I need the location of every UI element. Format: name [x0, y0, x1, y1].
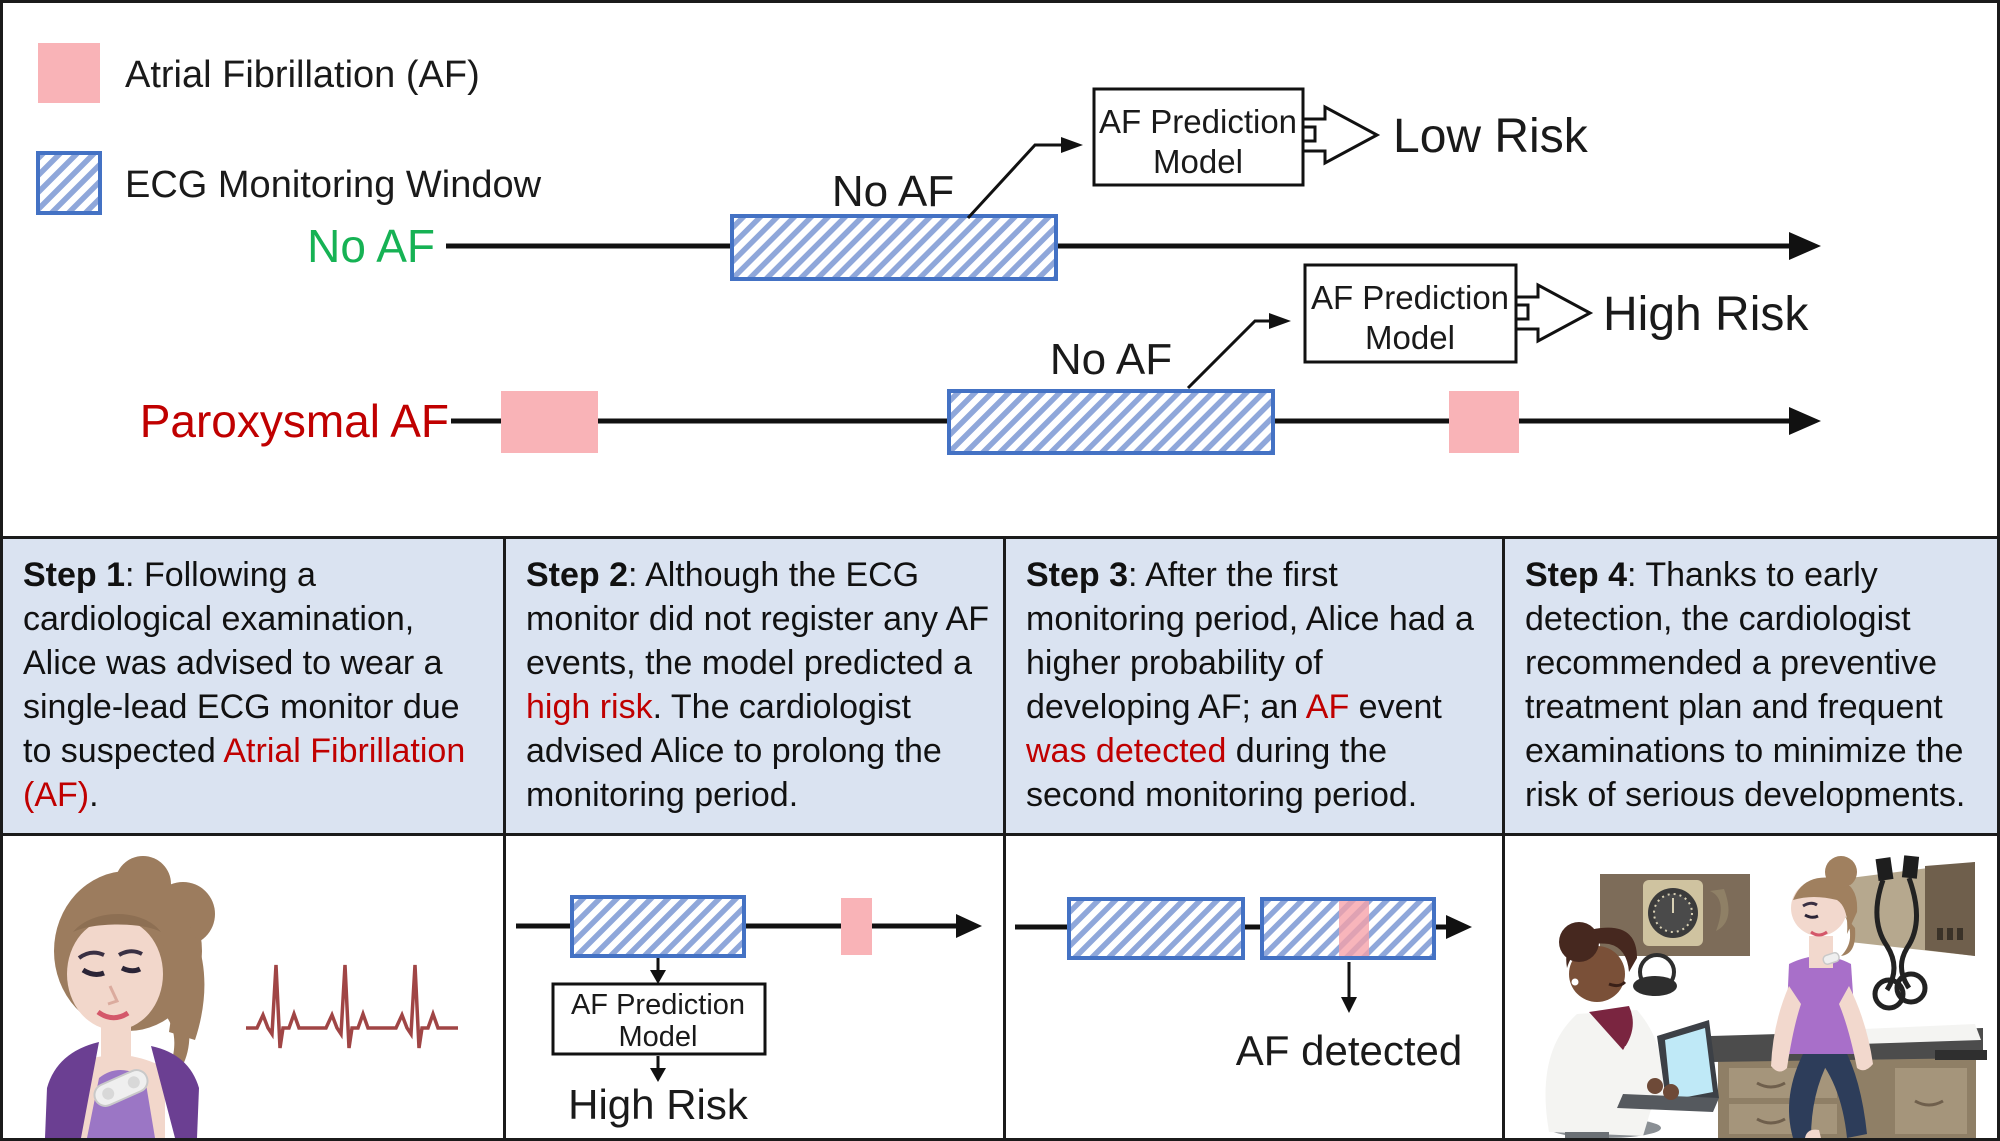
- step-2-illustration-cell: AF Prediction Model High Risk: [506, 836, 1006, 1138]
- down-arrowhead-icon: [650, 1068, 666, 1082]
- timeline-panel: Atrial Fibrillation (AF) ECG Monitoring …: [36, 43, 1821, 455]
- steps-table: Step 1: Following a cardiological examin…: [3, 536, 1997, 1138]
- monitoring-window-1: [730, 214, 1058, 281]
- step-text-segment: was detected: [1026, 732, 1227, 770]
- step-1-text-cell: Step 1: Following a cardiological examin…: [3, 536, 506, 836]
- ecg-waveform: [246, 964, 458, 1049]
- block-arrow-icon: [1301, 104, 1381, 166]
- step-2-text-cell: Step 2: Although the ECG monitor did not…: [506, 536, 1006, 836]
- model-box-label: AF Prediction: [1099, 103, 1297, 140]
- step-text-segment: : Following a cardiological examination,…: [23, 556, 460, 770]
- laptop-icon: [1617, 1020, 1719, 1112]
- high-risk-label: High Risk: [568, 1081, 749, 1128]
- step-text-segment: . The cardiologist advised Alice to prol…: [526, 688, 942, 814]
- down-arrowhead-icon: [650, 970, 666, 984]
- paroxysmal-af-timeline-label: Paroxysmal AF: [140, 395, 449, 447]
- af-prediction-model-box-1: [1092, 87, 1305, 187]
- af-detected-label: AF detected: [1236, 1027, 1462, 1074]
- detected-af-overlay: [1339, 901, 1369, 956]
- connector-arrowhead-icon: [1061, 137, 1083, 153]
- ecg-window-legend-swatch: [36, 151, 102, 215]
- doctor-visit-illustration: [1545, 855, 1987, 1138]
- step-1-illustration-cell: [3, 836, 506, 1138]
- no-af-annotation-2: No AF: [1050, 335, 1172, 384]
- no-af-annotation-1: No AF: [832, 167, 954, 216]
- step-4-text-cell: Step 4: Thanks to early detection, the c…: [1505, 536, 1997, 836]
- model-box-label: Model: [619, 1021, 698, 1053]
- step-text-segment: Atrial Fibrillation (AF): [23, 732, 466, 814]
- step-text-segment: : After the first monitoring period, Ali…: [1026, 556, 1474, 726]
- step-text-segment: during the second monitoring period.: [1026, 732, 1418, 814]
- step-1-title: Step 1: [23, 556, 126, 594]
- low-risk-label: Low Risk: [1393, 110, 1589, 163]
- step-1-text: Step 1: Following a cardiological examin…: [3, 539, 503, 817]
- alice-with-ecg-illustration: [45, 856, 458, 1138]
- af-prediction-model-box-2: [1303, 263, 1518, 364]
- step-3-illustration-cell: AF detected: [1006, 836, 1505, 1138]
- ecg-patch-icon: [93, 1069, 149, 1107]
- down-arrowhead-icon: [1341, 997, 1357, 1013]
- step-text-segment: event: [1349, 688, 1442, 726]
- doctor-illustration: [1545, 922, 1719, 1138]
- block-arrow-icon: [1514, 282, 1594, 344]
- step-2-title: Step 2: [526, 556, 629, 594]
- af-legend-swatch: [38, 43, 100, 103]
- step-text-segment: : Although the ECG monitor did not regis…: [526, 556, 990, 682]
- annotation-connector-2: [1186, 319, 1271, 390]
- timeline-arrowhead-icon: [1789, 232, 1821, 260]
- step-text-segment: : Thanks to early detection, the cardiol…: [1525, 556, 1966, 814]
- step-3-title: Step 3: [1026, 556, 1129, 594]
- timeline-no-af: No AF No AF AF Prediction Model Low Risk: [307, 87, 1821, 281]
- step-4-title: Step 4: [1525, 556, 1628, 594]
- wall-equipment: [1600, 855, 1975, 1011]
- af-prediction-model-box: [551, 982, 767, 1056]
- af-event: [841, 898, 872, 955]
- timeline-arrowhead-icon: [1789, 407, 1821, 435]
- step-4-text: Step 4: Thanks to early detection, the c…: [1505, 539, 1997, 817]
- step-3-text: Step 3: After the first monitoring perio…: [1006, 539, 1502, 817]
- ecg-legend-label: ECG Monitoring Window: [125, 164, 542, 206]
- step-4-illustration-cell: [1505, 836, 1997, 1138]
- annotation-connector-1: [966, 143, 1063, 220]
- timeline-arrowhead-icon: [956, 914, 982, 938]
- step-2-text: Step 2: Although the ECG monitor did not…: [506, 539, 1003, 817]
- model-box-label: Model: [1153, 143, 1243, 180]
- alice-illustration: [45, 856, 215, 1138]
- timeline-paroxysmal-af: Paroxysmal AF No AF AF Prediction Model …: [140, 263, 1821, 455]
- step-3-text-cell: Step 3: After the first monitoring perio…: [1006, 536, 1505, 836]
- af-event-2: [1449, 391, 1519, 453]
- step-2-diagram: AF Prediction Model High Risk: [516, 895, 982, 1128]
- timeline-arrowhead-icon: [1446, 915, 1472, 939]
- no-af-timeline-label: No AF: [307, 220, 435, 272]
- af-legend-label: Atrial Fibrillation (AF): [125, 54, 480, 96]
- model-box-label: AF Prediction: [571, 989, 745, 1021]
- monitoring-window: [570, 895, 746, 958]
- patient-illustration: [1771, 856, 1873, 1138]
- af-event-1: [501, 391, 598, 453]
- step-text-segment: high risk: [526, 688, 653, 726]
- step-text-segment: AF: [1305, 688, 1350, 726]
- step-text-segment: .: [89, 776, 99, 814]
- model-box-label: Model: [1365, 319, 1455, 356]
- monitoring-window-first: [1067, 897, 1245, 960]
- monitoring-window-2: [947, 389, 1275, 455]
- high-risk-label: High Risk: [1603, 288, 1809, 341]
- model-box-label: AF Prediction: [1311, 279, 1509, 316]
- step-3-diagram: AF detected: [1015, 897, 1472, 1074]
- legend: Atrial Fibrillation (AF) ECG Monitoring …: [36, 43, 542, 215]
- connector-arrowhead-icon: [1269, 313, 1291, 329]
